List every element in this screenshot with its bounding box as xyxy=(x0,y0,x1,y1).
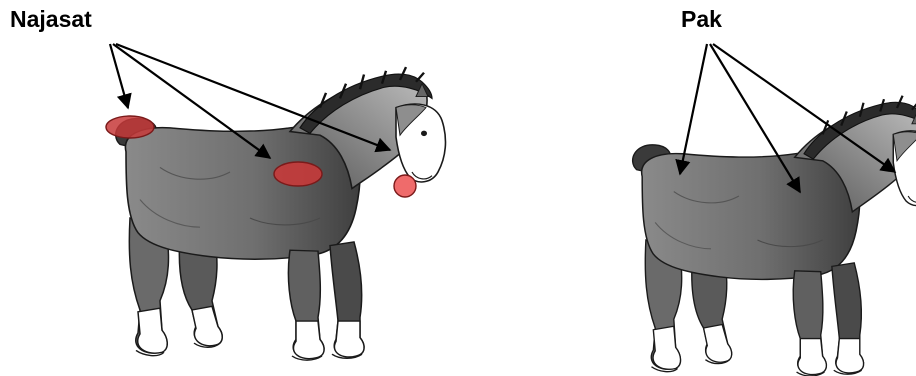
horse-figure-najasat xyxy=(116,67,446,360)
najasat-back-patch xyxy=(106,116,154,138)
horse-figure-pak xyxy=(633,96,916,376)
najasat-mouth-droplet xyxy=(394,175,416,197)
najasat-belly-patch xyxy=(274,162,322,186)
